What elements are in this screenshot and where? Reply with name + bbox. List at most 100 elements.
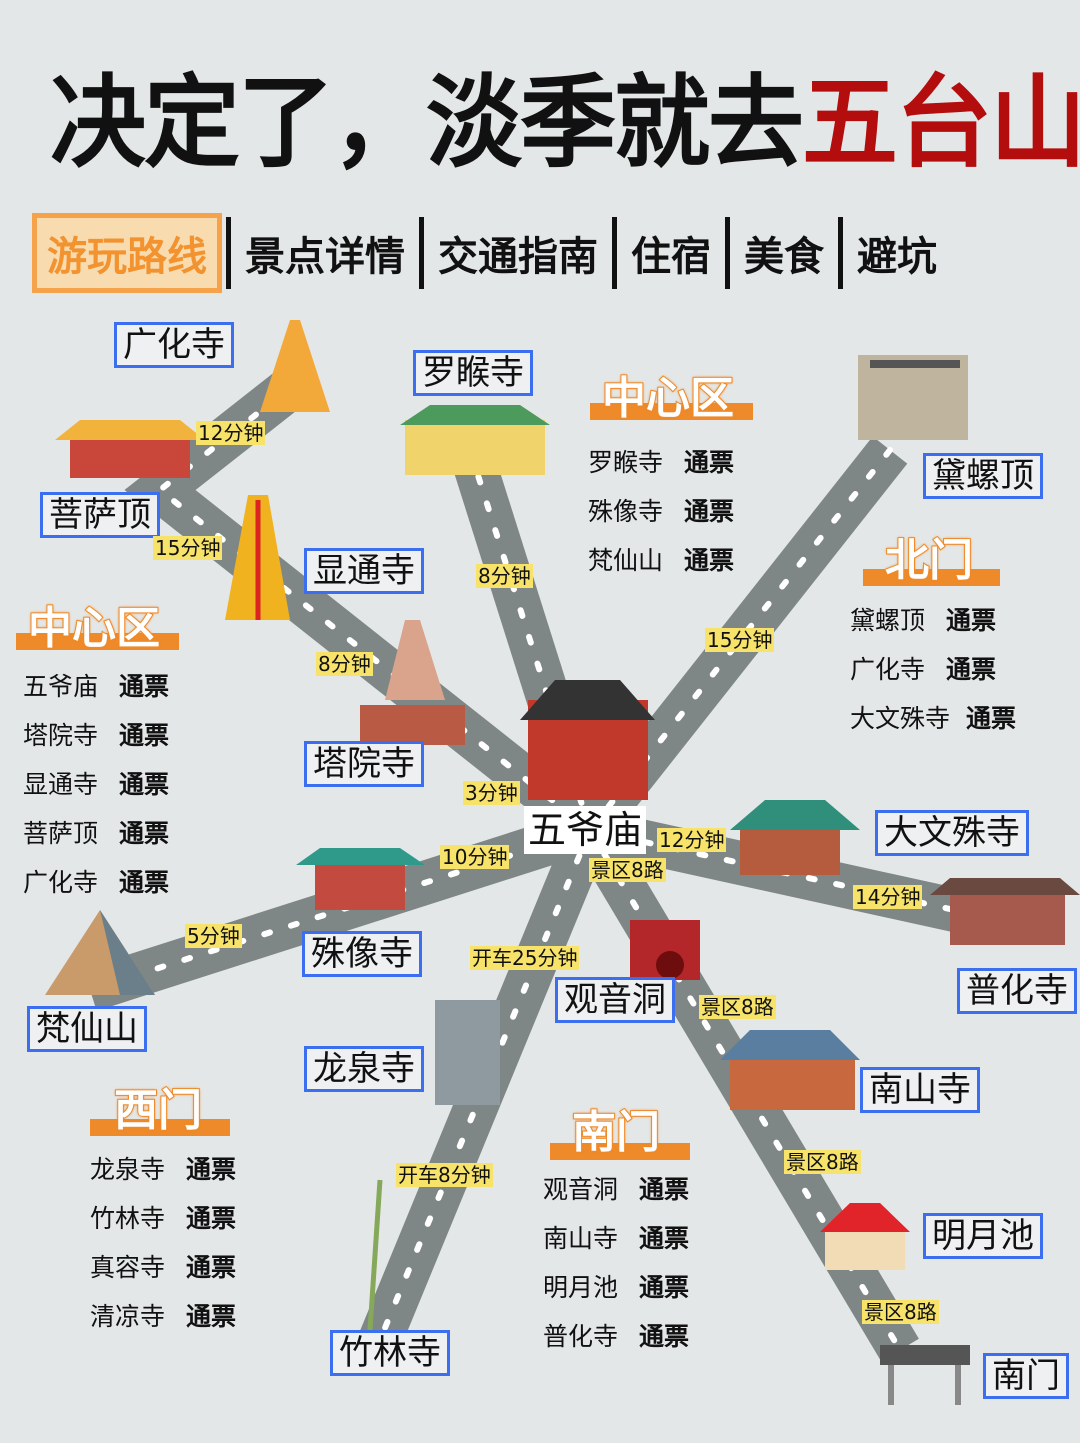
list-item: 真容寺通票: [90, 1253, 237, 1282]
tab-attractions[interactable]: 景点详情: [245, 234, 405, 280]
list-item: 广化寺通票: [23, 868, 170, 897]
bamboo-icon: [367, 1179, 383, 1331]
section-heading-center-left: 中心区: [16, 592, 179, 655]
time-badge: 3分钟: [463, 781, 520, 805]
site-label-fanxian: 梵仙山: [27, 1006, 147, 1052]
page-title: 决定了，淡季就去五台山: [50, 63, 1080, 182]
heading-bar: [550, 1143, 690, 1160]
site-label-pusading: 菩萨顶: [40, 492, 160, 538]
heading-text: 北门: [884, 534, 974, 587]
heading-bar: [863, 569, 1000, 586]
ticket-list-center-left: 五爷庙通票 塔院寺通票 显通寺通票 菩萨顶通票 广化寺通票: [23, 662, 169, 907]
heading-bar: [90, 1119, 230, 1136]
time-badge: 14分钟: [853, 885, 923, 909]
time-badge: 景区8路: [699, 995, 776, 1019]
list-item: 广化寺通票: [850, 655, 997, 684]
title-highlight: 五台山: [802, 63, 1080, 182]
mountain-icon-fanxian: [45, 910, 155, 995]
list-item: 显通寺通票: [23, 770, 170, 799]
section-heading-north: 北门: [863, 528, 1000, 587]
gate-icon-dailuoding: [858, 355, 968, 440]
list-item: 黛螺顶通票: [850, 606, 997, 635]
time-badge: 景区8路: [589, 858, 666, 882]
list-item: 大文殊寺通票: [850, 704, 1017, 733]
stupa-icon-tayuan: [360, 620, 465, 745]
site-label-tayuan: 塔院寺: [304, 741, 424, 787]
heading-text: 中心区: [27, 602, 161, 655]
tab-food[interactable]: 美食: [744, 234, 824, 280]
pavilion-icon-guanyin: [630, 920, 700, 980]
section-heading-center-top: 中心区: [590, 362, 753, 425]
time-badge: 5分钟: [185, 924, 242, 948]
site-label-guanghua: 广化寺: [114, 322, 234, 368]
tower-icon-xiantong: [225, 495, 290, 620]
temple-icon-pusading: [55, 420, 205, 478]
tab-tips[interactable]: 避坑: [857, 234, 937, 280]
section-heading-west: 西门: [90, 1078, 230, 1137]
tab-transport[interactable]: 交通指南: [438, 234, 598, 280]
tab-divider: [612, 217, 617, 289]
hall-icon-puhua: [930, 878, 1080, 945]
pavilion-icon-dawenshu: [730, 800, 860, 875]
site-label-xiantong: 显通寺: [304, 548, 424, 594]
list-item: 殊像寺通票: [588, 497, 735, 526]
time-badge: 15分钟: [153, 536, 223, 560]
ticket-list-center-top: 罗睺寺通票 殊像寺通票 梵仙山通票: [588, 438, 734, 585]
time-badge: 8分钟: [316, 652, 373, 676]
lion-statue-icon: [435, 1000, 500, 1105]
center-site-label: 五爷庙: [524, 806, 647, 854]
ticket-list-west: 龙泉寺通票 竹林寺通票 真容寺通票 清凉寺通票: [90, 1145, 236, 1341]
heading-text: 西门: [113, 1084, 203, 1137]
hall-icon-nanshan: [720, 1030, 860, 1110]
site-label-shuxiang: 殊像寺: [302, 931, 422, 977]
heading-bar: [16, 633, 179, 650]
list-item: 罗睺寺通票: [588, 448, 735, 477]
list-item: 竹林寺通票: [90, 1204, 237, 1233]
pagoda-icon: [260, 320, 330, 412]
list-item: 清凉寺通票: [90, 1302, 237, 1331]
site-label-nanshan: 南山寺: [860, 1067, 980, 1113]
gate-icon-nanmen: [880, 1345, 970, 1405]
time-badge: 8分钟: [476, 564, 533, 588]
list-item: 明月池通票: [543, 1273, 690, 1302]
list-item: 龙泉寺通票: [90, 1155, 237, 1184]
list-item: 菩萨顶通票: [23, 819, 170, 848]
category-tabs: 游玩路线 景点详情 交通指南 住宿 美食 避坑: [32, 213, 947, 293]
tab-divider: [838, 217, 843, 289]
list-item: 观音洞通票: [543, 1175, 690, 1204]
site-label-zhulin: 竹林寺: [330, 1330, 450, 1376]
site-label-dailuoding: 黛螺顶: [923, 453, 1043, 499]
site-label-guanyin: 观音洞: [555, 977, 675, 1023]
time-badge: 开车25分钟: [470, 946, 580, 970]
temple-icon-center: [520, 680, 655, 800]
list-item: 梵仙山通票: [588, 546, 735, 575]
site-label-mingyue: 明月池: [923, 1213, 1043, 1259]
site-label-longquan: 龙泉寺: [304, 1046, 424, 1092]
tab-divider: [419, 217, 424, 289]
tab-route[interactable]: 游玩路线: [32, 213, 222, 293]
site-label-nanmen: 南门: [983, 1353, 1069, 1399]
heading-text: 中心区: [601, 372, 735, 425]
list-item: 五爷庙通票: [23, 672, 170, 701]
time-badge: 景区8路: [784, 1150, 861, 1174]
list-item: 南山寺通票: [543, 1224, 690, 1253]
ticket-list-south: 观音洞通票 南山寺通票 明月池通票 普化寺通票: [543, 1165, 689, 1361]
tab-divider: [725, 217, 730, 289]
time-badge: 12分钟: [657, 828, 727, 852]
site-label-dawenshu: 大文殊寺: [875, 810, 1029, 856]
heading-text: 南门: [571, 1106, 661, 1159]
house-icon-mingyue: [820, 1203, 910, 1270]
time-badge: 10分钟: [440, 845, 510, 869]
section-heading-south: 南门: [550, 1100, 690, 1160]
title-text: 决定了，淡季就去: [50, 63, 804, 182]
temple-icon-luohou: [400, 405, 550, 475]
time-badge: 开车8分钟: [396, 1163, 493, 1187]
time-badge: 12分钟: [196, 421, 266, 445]
list-item: 普化寺通票: [543, 1322, 690, 1351]
tab-divider: [226, 217, 231, 289]
tab-lodging[interactable]: 住宿: [631, 234, 711, 280]
list-item: 塔院寺通票: [23, 721, 170, 750]
heading-bar: [590, 403, 753, 420]
site-label-puhua: 普化寺: [957, 968, 1077, 1014]
time-badge: 景区8路: [862, 1300, 939, 1324]
